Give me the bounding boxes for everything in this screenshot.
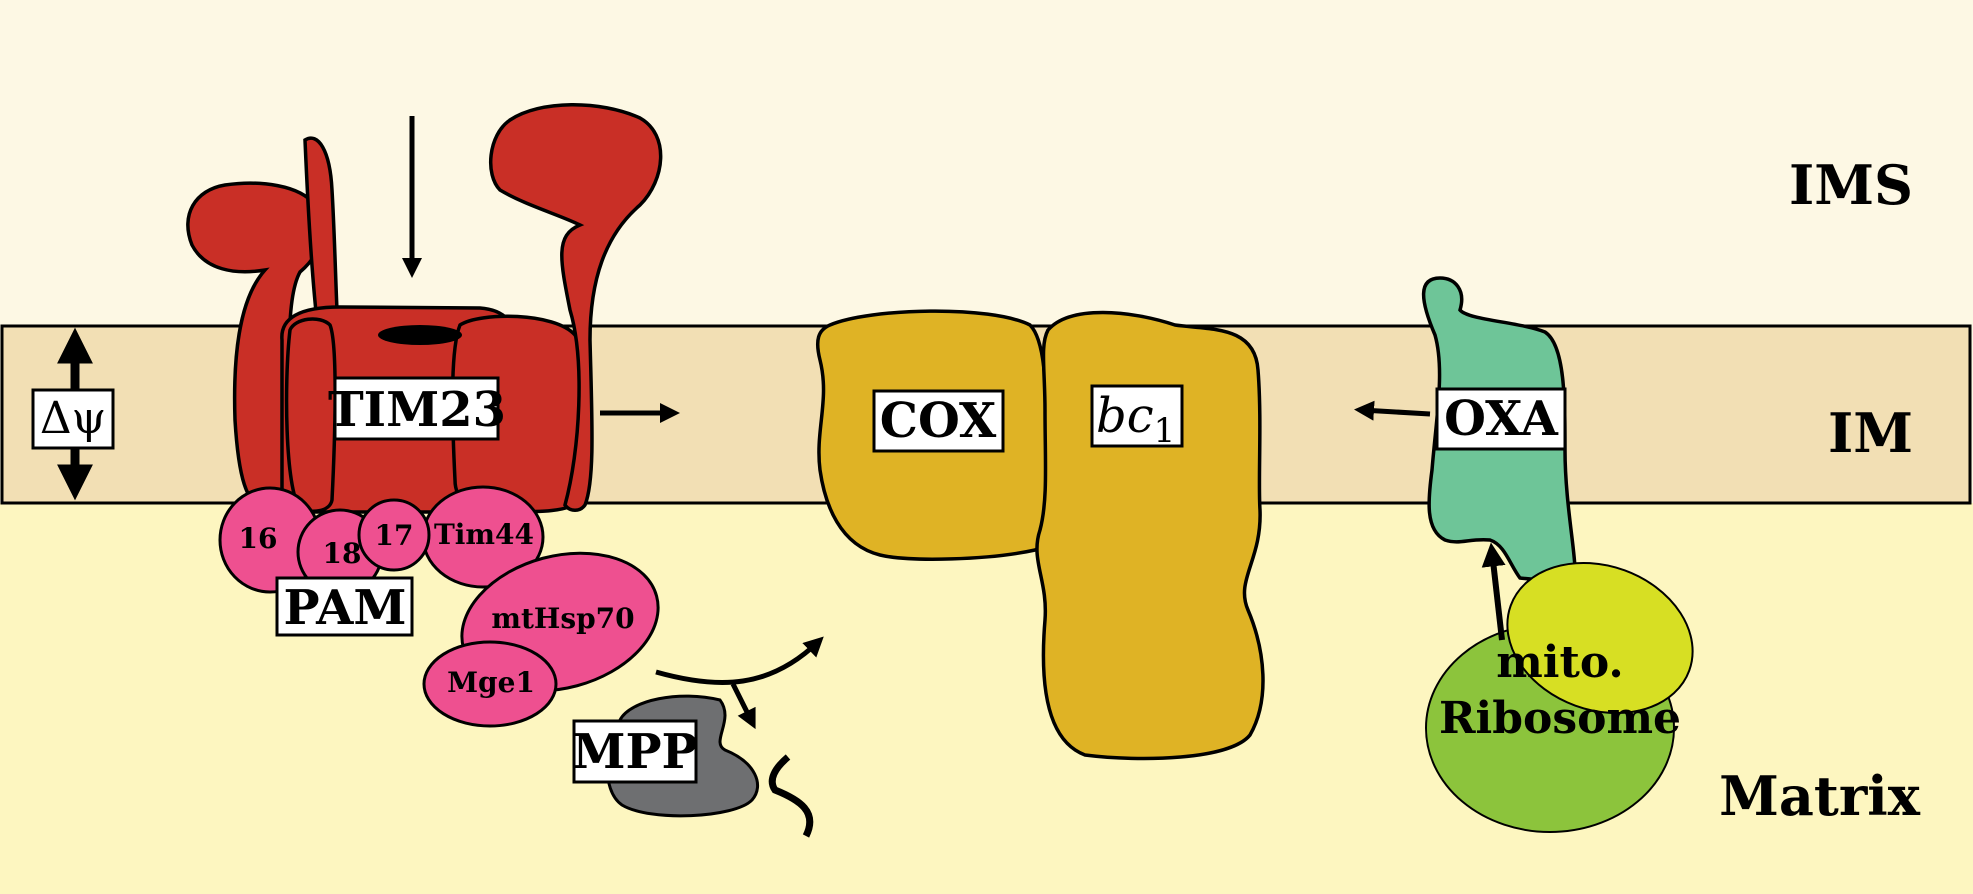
ims-label: IMS <box>1789 153 1913 217</box>
pam-label-box <box>275 576 414 637</box>
matrix-label: Matrix <box>1719 764 1921 828</box>
pam-motor <box>218 485 660 728</box>
mito-ribosome: mito. Ribosome <box>1425 542 1694 833</box>
im-label: IM <box>1828 401 1913 465</box>
oxa-label-box <box>1435 387 1567 451</box>
tim23-right-stalk <box>488 103 663 512</box>
bc1-complex <box>1035 310 1265 761</box>
tim18-label: 18 <box>323 537 362 570</box>
ribosome-label-line1: mito. <box>1496 637 1624 688</box>
tim23-channel-pore <box>378 325 462 345</box>
cox-label-box <box>872 389 1005 453</box>
membrane-potential: Δψ <box>31 327 115 501</box>
mpp-label-box <box>572 719 698 784</box>
mpp-label: MPP <box>572 724 697 780</box>
mpp-cleavage-arrow <box>730 682 756 730</box>
pam-label: PAM <box>284 580 407 636</box>
bc1-label: bc1 <box>1096 388 1175 451</box>
cox-label: COX <box>880 393 997 449</box>
mthsp70-label: mtHsp70 <box>491 602 634 635</box>
tim16-label: 16 <box>239 522 278 555</box>
ribosome-label-line2: Ribosome <box>1439 693 1681 744</box>
tim23-label-box <box>333 376 500 441</box>
ribosome-small-subunit <box>1506 561 1694 715</box>
potential-label: Δψ <box>40 393 106 444</box>
cleaved-presequence <box>768 754 814 838</box>
tim23-spike <box>303 136 340 332</box>
oxa-label: OXA <box>1444 391 1559 447</box>
preprotein-path-arrow <box>655 636 824 686</box>
bc1-label-main: bc <box>1096 388 1154 444</box>
tim23-complex <box>186 103 663 514</box>
tim23-label: TIM23 <box>328 382 506 438</box>
bc1-label-box <box>1090 384 1184 448</box>
tim17-blob <box>357 498 431 572</box>
bc1-label-sub: 1 <box>1154 411 1176 451</box>
mge1-label: Mge1 <box>447 666 535 699</box>
tim17-label: 17 <box>375 519 414 552</box>
oxa-insertion-arrow <box>1354 400 1431 421</box>
ribosome-nascent-chain-arrow <box>1481 542 1506 641</box>
tim44-label: Tim44 <box>434 518 534 551</box>
tim23-left-lobe <box>284 317 337 514</box>
mge1-blob <box>422 640 558 728</box>
